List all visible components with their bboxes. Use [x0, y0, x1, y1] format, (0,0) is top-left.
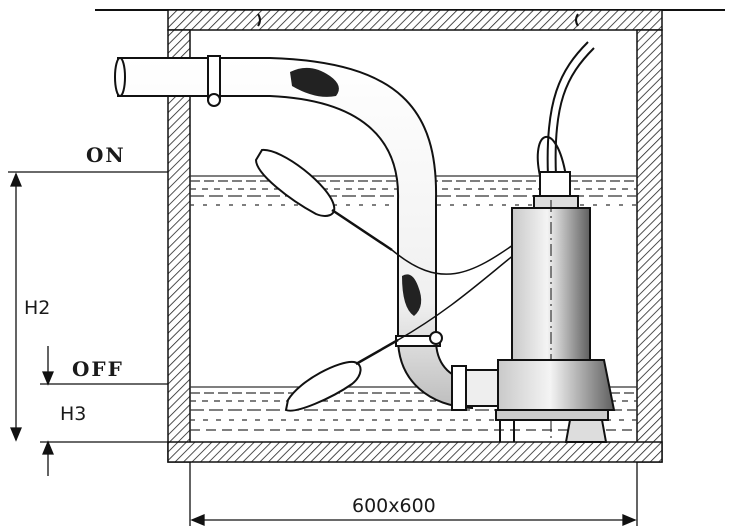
h2-dimension-label: H2	[24, 297, 50, 319]
pit-lid	[167, 9, 663, 31]
float-switch-on	[254, 148, 521, 275]
h3-dimension-label: H3	[60, 403, 86, 425]
on-level-label: ON	[86, 143, 126, 167]
pit-walls	[167, 9, 663, 463]
discharge-pipe	[114, 55, 503, 411]
pit-floor	[167, 441, 663, 463]
pit-size-label: 600x600	[352, 495, 436, 517]
pump-volute	[497, 359, 616, 411]
float-switch-off	[284, 249, 521, 412]
pipe-coupling	[451, 365, 467, 411]
pit-wall-right	[636, 29, 663, 463]
dimension-lines	[8, 171, 638, 526]
submersible-pump	[495, 41, 616, 443]
off-level-label: OFF	[72, 357, 124, 381]
